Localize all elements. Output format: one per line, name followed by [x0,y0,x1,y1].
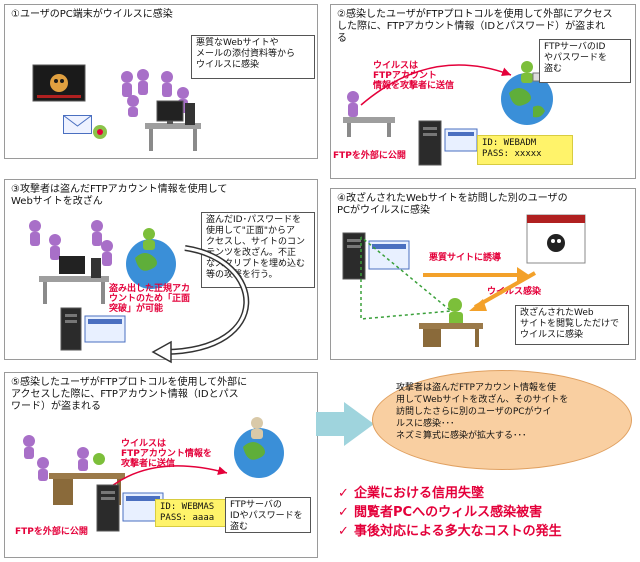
panel-title: ④改ざんされたWebサイトを訪問した別のユーザの PCがウイルスに感染 [337,193,568,217]
web-server-icon [61,308,131,352]
step-4-note: 改ざんされたWeb サイトを閲覧しただけで ウイルスに感染 [515,305,629,345]
impact-item: ✓閲覧者PCへのウィルス感染被害 [338,503,562,522]
summary-arrow [316,400,376,450]
panel-step-1: ①ユーザのPC端末がウイルスに感染 悪質なWebサイトや メールの添付資料等から… [4,4,318,159]
infected-user-desk-icon [339,89,399,139]
infected-pc-icon [137,93,207,153]
impact-item: ✓企業における信用失墜 [338,484,562,503]
check-icon: ✓ [338,484,354,503]
ftp-server-icon [419,121,479,169]
check-icon: ✓ [338,503,354,522]
impact-text: 企業における信用失墜 [354,486,484,501]
ftp-public-label: FTPを外部に公開 [333,151,406,161]
globe-attacker-icon [227,413,293,483]
ftp-public-label: FTPを外部に公開 [15,527,88,537]
step-2-note: FTPサーバのID やパスワードを 盗む [539,39,631,83]
step-5-note: FTPサーバの IDやパスワードを 盗む [225,497,311,533]
step-1-note: 悪質なWebサイトや メールの添付資料等から ウイルスに感染 [191,35,315,79]
impact-text: 事後対応による多大なコストの発生 [354,524,562,539]
summary-oval-text: 攻撃者は盗んだFTPアカウント情報を使 用してWebサイトを改ざん、そのサイトを… [396,382,620,442]
infected-visitor-icon [415,293,495,349]
panel-title: ③攻撃者は盗んだFTPアカウント情報を使用して Webサイトを改ざん [11,184,227,208]
virus-attachment-icon [89,123,111,141]
stolen-credentials-box: ID: WEBMAS PASS: aaaa [155,499,231,527]
impact-text: 閲覧者PCへのウィルス感染被害 [354,505,542,520]
panel-step-2: ②感染したユーザがFTPプロトコルを使用して外部にアクセス した際に、FTPアカ… [330,4,636,179]
malicious-site-icon [527,215,587,265]
impact-list: ✓企業における信用失墜 ✓閲覧者PCへのウィルス感染被害 ✓事後対応による多大な… [338,484,562,541]
panel-title: ①ユーザのPC端末がウイルスに感染 [11,9,173,21]
malicious-website-icon [33,65,85,105]
impact-item: ✓事後対応による多大なコストの発生 [338,522,562,541]
panel-step-5: ⑤感染したユーザがFTPプロトコルを使用して外部に アクセスした際に、FTPアカ… [4,372,318,558]
panel-title: ⑤感染したユーザがFTPプロトコルを使用して外部に アクセスした際に、FTPアカ… [11,377,247,413]
stolen-credentials-box: ID: WEBADM PASS: xxxxx [477,135,573,165]
panel-step-3: ③攻撃者は盗んだFTPアカウント情報を使用して Webサイトを改ざん 盗んだID… [4,179,318,360]
panel-step-4: ④改ざんされたWebサイトを訪問した別のユーザの PCがウイルスに感染 悪質サイ… [330,188,636,360]
check-icon: ✓ [338,522,354,541]
